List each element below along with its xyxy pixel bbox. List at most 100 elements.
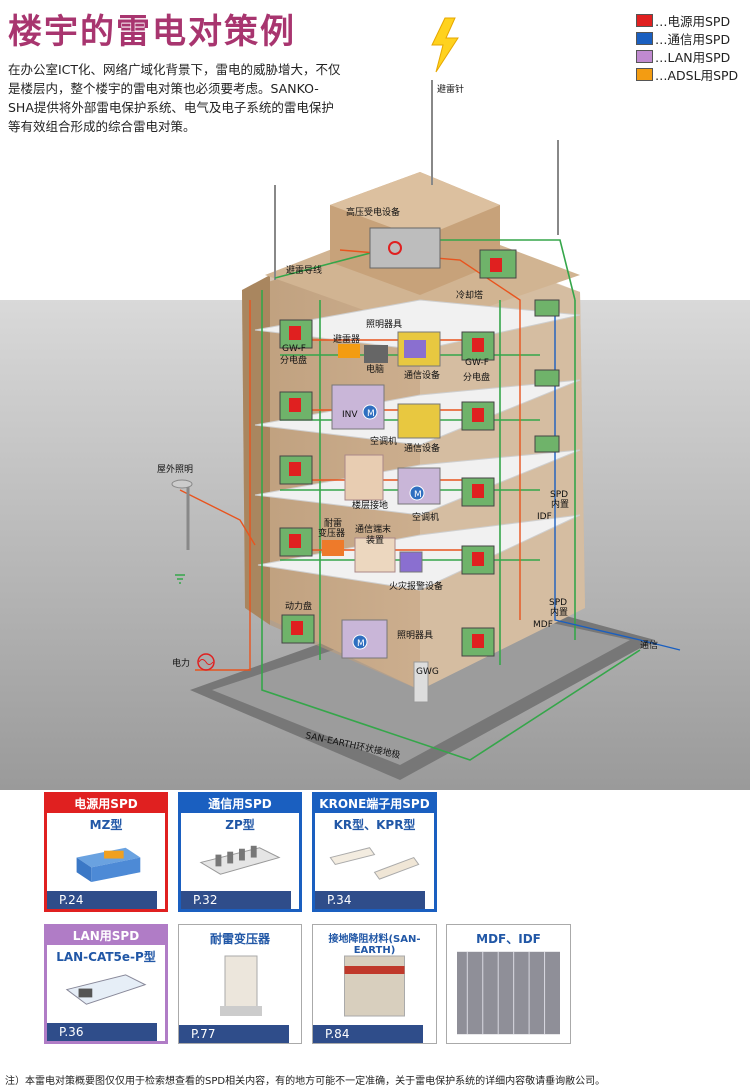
label-cooling-tower: 冷却塔 (456, 289, 483, 301)
label-light-fixture: 照明器具 (366, 319, 402, 330)
legend-item-lan: …LAN用SPD (636, 47, 738, 65)
label-outdoor-light: 屋外照明 (157, 463, 193, 475)
legend-swatch-adsl (636, 67, 653, 81)
card-krone-spd[interactable]: KRONE端子用SPD KR型、KPR型 P.34 (312, 792, 437, 912)
label-motor-2: M (414, 490, 422, 500)
comm-equipment-2 (397, 403, 441, 439)
label-spd-1b: 内置 (551, 498, 569, 510)
label-lightning-wire: 避雷导线 (286, 264, 322, 276)
power-source-icon (197, 653, 215, 671)
arrester-device (338, 344, 360, 358)
card-header: KRONE端子用SPD (315, 795, 434, 813)
footnote: 注）本雷电对策概要图仅仅用于检索想查看的SPD相关内容，有的地方可能不一定准确，… (5, 1076, 606, 1087)
card-title: MDF、IDF (476, 932, 541, 946)
label-hv: 高压受电设备 (346, 206, 400, 218)
lightning-bolt-icon (431, 17, 459, 73)
legend-item-power: …电源用SPD (636, 11, 738, 29)
label-comm-terminal-2: 装置 (366, 534, 384, 546)
card-header: LAN用SPD (47, 927, 165, 945)
outdoor-light-head (171, 479, 193, 489)
label-gwg: GWG (416, 667, 439, 677)
label-spd-2: SPD (549, 598, 567, 608)
card-lan-spd[interactable]: LAN用SPD LAN-CAT5e-P型 P.36 (44, 924, 168, 1044)
card-model: ZP型 (225, 818, 255, 832)
label-panel-left: 分电盘 (280, 354, 307, 366)
label-comm-terminal-1: 通信端末 (355, 523, 391, 535)
gwg-box (413, 661, 429, 703)
label-idf: IDF (537, 512, 552, 522)
label-comm-equip: 通信设备 (404, 369, 440, 381)
building-left-wall (242, 275, 270, 625)
label-mdf: MDF (533, 620, 553, 630)
label-comm-equip2: 通信设备 (404, 442, 440, 454)
intro-text: 在办公室ICT化、网络广域化背景下，雷电的威胁增大，不仅是楼层内，整个楼宇的雷电… (8, 62, 341, 134)
legend-swatch-lan (636, 49, 653, 63)
legend-swatch-comm (636, 31, 653, 45)
label-spd-1: SPD (550, 490, 568, 500)
label-lightning-rod: 避雷针 (437, 83, 464, 95)
card-header: 通信用SPD (181, 795, 299, 813)
kr-product-image (325, 833, 424, 887)
label-aircon: 空调机 (370, 435, 397, 447)
label-transformer-1: 耐雷 (324, 517, 342, 529)
label-transformer-2: 变压器 (318, 527, 345, 539)
lan-product-image (57, 965, 155, 1019)
label-pc: 电脑 (366, 363, 384, 375)
mz-product-image (57, 833, 155, 887)
label-power-line: 电力 (172, 657, 190, 669)
card-transformer[interactable]: 耐雷变压器 P.77 (178, 924, 302, 1044)
comm-terminal (354, 537, 396, 573)
card-page: P.34 (315, 891, 425, 909)
label-comm-line: 通信 (640, 639, 658, 651)
card-model: LAN-CAT5e-P型 (56, 950, 156, 964)
card-header: 电源用SPD (47, 795, 165, 813)
label-fire-alarm: 火灾报警设备 (389, 580, 443, 592)
fire-alarm (399, 551, 423, 573)
penthouse-top (330, 172, 500, 238)
card-title: 耐雷变压器 (209, 932, 270, 946)
card-page: P.24 (47, 891, 157, 909)
building-diagram: 避雷针 高压受电设备 避雷导线 冷却塔 照明器具 避雷器 GW-F 分电盘 电脑… (0, 17, 750, 790)
card-page: P.77 (179, 1025, 289, 1043)
card-title: 接地降阻材料(SAN-EARTH) (328, 934, 421, 956)
inverter-unit (331, 384, 385, 430)
legend-item-adsl: …ADSL用SPD (636, 65, 738, 83)
label-gwf-right: GW-F (465, 358, 489, 368)
label-light-fixture2: 照明器具 (397, 630, 433, 641)
page-title: 楼宇的雷电对策例 (8, 12, 296, 52)
surge-transformer (322, 540, 344, 556)
card-power-spd[interactable]: 电源用SPD MZ型 P.24 (44, 792, 168, 912)
card-san-earth[interactable]: 接地降阻材料(SAN-EARTH) P.84 (312, 924, 437, 1044)
mdf-idf-image (457, 951, 560, 1035)
card-comm-spd[interactable]: 通信用SPD ZP型 P.32 (178, 792, 302, 912)
legend: …电源用SPD …通信用SPD …LAN用SPD …ADSL用SPD (636, 11, 738, 83)
label-aircon2: 空调机 (412, 511, 439, 523)
label-floor-ground: 楼层接地 (352, 499, 388, 511)
card-mdf-idf[interactable]: MDF、IDF (446, 924, 571, 1044)
transformer-product-image (189, 951, 291, 1021)
card-model: KR型、KPR型 (333, 818, 416, 832)
card-page: P.36 (47, 1023, 157, 1041)
legend-swatch-power (636, 13, 653, 27)
card-page: P.32 (181, 891, 291, 909)
pc (364, 345, 388, 363)
floor-ground-panel (344, 454, 384, 501)
zp-product-image (191, 833, 289, 887)
label-inv: INV (342, 410, 358, 420)
comm-wiring (554, 310, 681, 651)
san-earth-product-image (323, 951, 426, 1021)
label-spd-2b: 内置 (550, 606, 568, 618)
spd-boxes (279, 299, 560, 657)
label-arrester: 避雷器 (333, 333, 360, 345)
hv-equipment (369, 227, 441, 269)
label-gwf-left: GW-F (282, 344, 306, 354)
ground-symbol-icon (175, 574, 185, 584)
legend-item-comm: …通信用SPD (636, 29, 738, 47)
label-power-panel: 动力盘 (285, 600, 312, 612)
label-motor-1: M (367, 409, 375, 419)
label-panel-right: 分电盘 (463, 371, 490, 383)
lightning-rods (274, 80, 559, 280)
label-motor-3: M (357, 639, 365, 649)
card-page: P.84 (313, 1025, 423, 1043)
card-model: MZ型 (89, 818, 123, 832)
